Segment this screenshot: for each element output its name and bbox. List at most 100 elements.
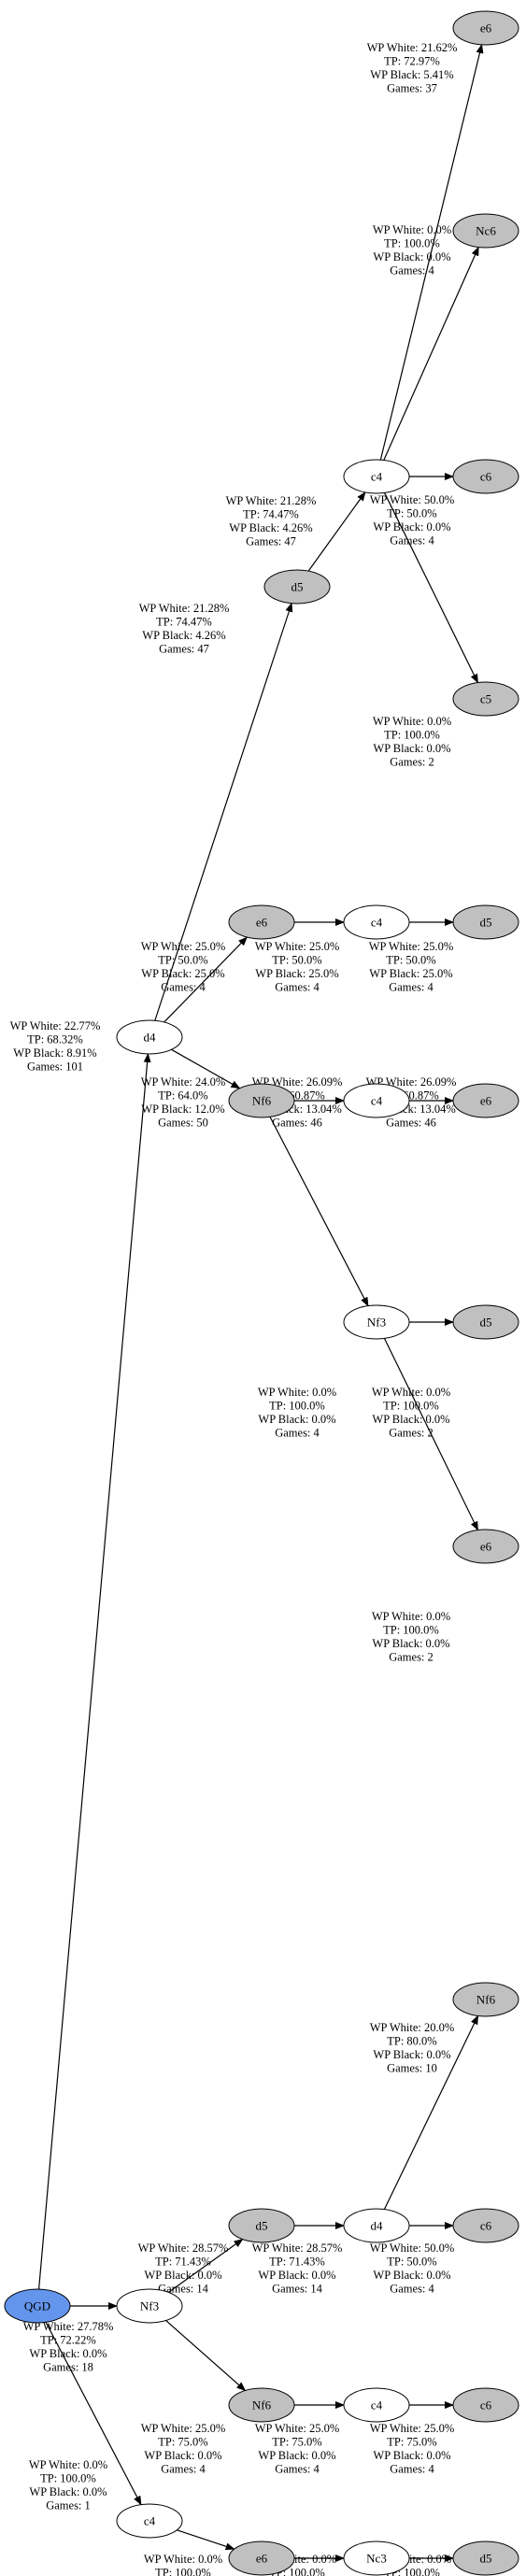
move-node-c6b[interactable]: c6 [452, 2208, 519, 2243]
move-node-d4b[interactable]: d4 [343, 2208, 410, 2243]
edge-stat-line: WP White: 0.0% [373, 715, 451, 728]
edge-stat-line: WP Black: 0.0% [373, 2269, 450, 2282]
edge-c4e-e6e [177, 2529, 235, 2551]
edge-stat-line: TP: 75.0% [387, 2436, 436, 2449]
move-node-nf6c[interactable]: Nf6 [228, 2387, 295, 2423]
move-node-label: Nf3 [140, 2299, 159, 2313]
move-node-e6e[interactable]: e6 [228, 2540, 295, 2576]
move-node-d5b[interactable]: d5 [452, 904, 519, 940]
edge-stat-line: Games: 14 [158, 2283, 209, 2296]
move-node-e6d[interactable]: e6 [452, 1529, 519, 1564]
edge-stat-line: WP White: 27.78% [23, 2320, 114, 2333]
edge-stat-line: WP Black: 0.0% [144, 2449, 221, 2462]
edge-stat-line: WP White: 50.0% [370, 2242, 455, 2255]
edge-c4a-c5 [384, 492, 478, 684]
move-node-c6a[interactable]: c6 [452, 459, 519, 494]
edge-c4a-nc6 [383, 246, 479, 461]
edge-stat-line: Games: 10 [387, 2062, 437, 2075]
edge-stats: WP White: 22.77%TP: 68.32%WP Black: 8.91… [10, 1019, 101, 1074]
edge-stat-line: TP: 100.0% [384, 2567, 440, 2576]
edge-stats: WP White: 25.0%TP: 50.0%WP Black: 25.0%G… [255, 940, 340, 994]
edge-stat-line: Games: 4 [161, 2463, 206, 2476]
move-node-c4b[interactable]: c4 [343, 904, 410, 940]
edge-stat-line: TP: 72.97% [384, 55, 440, 68]
move-node-nc3[interactable]: Nc3 [343, 2540, 410, 2576]
edge-stat-line: TP: 74.47% [156, 616, 212, 629]
move-node-label: d5 [480, 1316, 492, 1330]
edge-stats: WP White: 20.0%TP: 80.0%WP Black: 0.0%Ga… [370, 2021, 455, 2075]
move-node-label: d5 [480, 916, 492, 930]
move-node-c4d[interactable]: c4 [343, 2387, 410, 2423]
edge-stats: WP White: 25.0%TP: 50.0%WP Black: 25.0%G… [369, 940, 454, 994]
move-node-c6c[interactable]: c6 [452, 2387, 519, 2423]
edge-stat-line: WP Black: 25.0% [369, 967, 452, 980]
move-node-c4e[interactable]: c4 [116, 2503, 183, 2539]
move-node-nf6a[interactable]: Nf6 [228, 1083, 295, 1118]
edge-stat-line: Games: 4 [390, 264, 434, 278]
move-node-label: e6 [256, 916, 268, 930]
move-node-label: Nc6 [476, 224, 496, 238]
move-node-nf6b[interactable]: Nf6 [452, 1982, 519, 2017]
edge-stat-line: TP: 80.0% [387, 2035, 436, 2048]
edge-stat-line: WP Black: 0.0% [373, 2449, 450, 2462]
edge-stat-line: WP Black: 0.0% [29, 2347, 107, 2360]
edge-stat-line: Games: 4 [161, 981, 206, 994]
move-node-e6c[interactable]: e6 [452, 1083, 519, 1118]
edge-stats: WP White: 0.0%TP: 100.0%WP Black: 0.0%Ga… [372, 1610, 450, 1664]
move-node-shape [452, 2208, 519, 2243]
edge-stat-line: WP Black: 8.91% [13, 1046, 96, 1060]
move-node-d4[interactable]: d4 [116, 1019, 183, 1055]
move-node-label: QGD [24, 2299, 50, 2313]
move-node-label: c4 [144, 2514, 156, 2528]
edge-stat-line: TP: 50.0% [387, 2256, 436, 2269]
edge-stats: WP White: 50.0%TP: 50.0%WP Black: 0.0%Ga… [370, 2242, 455, 2296]
edge-stat-line: TP: 50.0% [272, 954, 321, 967]
edge-stat-line: WP White: 21.28% [139, 602, 230, 615]
move-node-shape [452, 2387, 519, 2423]
edge-stat-line: TP: 100.0% [384, 237, 440, 250]
move-node-c5[interactable]: c5 [452, 681, 519, 717]
move-node-d5c[interactable]: d5 [452, 1304, 519, 1340]
edge-stat-line: TP: 50.0% [158, 954, 207, 967]
move-node-d5a[interactable]: d5 [263, 569, 331, 605]
move-node-label: c6 [480, 470, 492, 484]
edge-stat-line: Games: 1 [46, 2499, 91, 2512]
move-node-shape [228, 904, 295, 940]
edge-stat-line: TP: 72.22% [40, 2334, 96, 2347]
move-node-shape [452, 2540, 519, 2576]
edge-stats: WP White: 0.0%TP: 100.0%WP Black: 0.0%Ga… [373, 223, 451, 278]
move-node-e6b[interactable]: e6 [228, 904, 295, 940]
edge-c4a-e6a [379, 43, 484, 461]
edge-stats: WP White: 25.0%TP: 75.0%WP Black: 0.0%Ga… [255, 2422, 340, 2476]
move-node-shape [343, 904, 410, 940]
move-node-shape [228, 1083, 295, 1118]
move-node-c4c[interactable]: c4 [343, 1083, 410, 1118]
move-node-shape [228, 2540, 295, 2576]
move-node-e6a[interactable]: e6 [452, 10, 519, 46]
edge-stat-line: WP Black: 25.0% [141, 967, 224, 980]
move-node-d5e[interactable]: d5 [452, 2540, 519, 2576]
move-node-shape [452, 1529, 519, 1564]
edge-stat-line: Games: 4 [390, 2463, 434, 2476]
move-node-label: d4 [144, 1031, 157, 1045]
move-node-c4a[interactable]: c4 [343, 459, 410, 494]
edge-stat-line: Games: 46 [272, 1117, 322, 1130]
move-node-nc6[interactable]: Nc6 [452, 213, 519, 249]
move-node-label: e6 [256, 2552, 268, 2566]
edge-stats: WP White: 25.0%TP: 75.0%WP Black: 0.0%Ga… [370, 2422, 455, 2476]
edge-stat-line: WP Black: 0.0% [258, 2449, 335, 2462]
move-node-d5d[interactable]: d5 [228, 2208, 295, 2243]
edge-qgd-d4 [37, 1052, 151, 2290]
edge-stats: WP White: 25.0%TP: 50.0%WP Black: 25.0%G… [141, 940, 226, 994]
move-node-shape [343, 2540, 410, 2576]
move-node-nf3b[interactable]: Nf3 [116, 2288, 183, 2324]
edge-stat-line: Games: 4 [389, 981, 434, 994]
move-node-qgd[interactable]: QGD [4, 2288, 71, 2324]
edge-stat-line: WP White: 22.77% [10, 1019, 101, 1032]
move-node-nf3a[interactable]: Nf3 [343, 1304, 410, 1340]
move-node-label: c4 [371, 2398, 383, 2412]
edge-stat-line: WP White: 50.0% [370, 493, 455, 506]
edge-stat-line: WP White: 25.0% [255, 940, 340, 953]
move-node-shape [452, 10, 519, 46]
move-node-shape [452, 459, 519, 494]
